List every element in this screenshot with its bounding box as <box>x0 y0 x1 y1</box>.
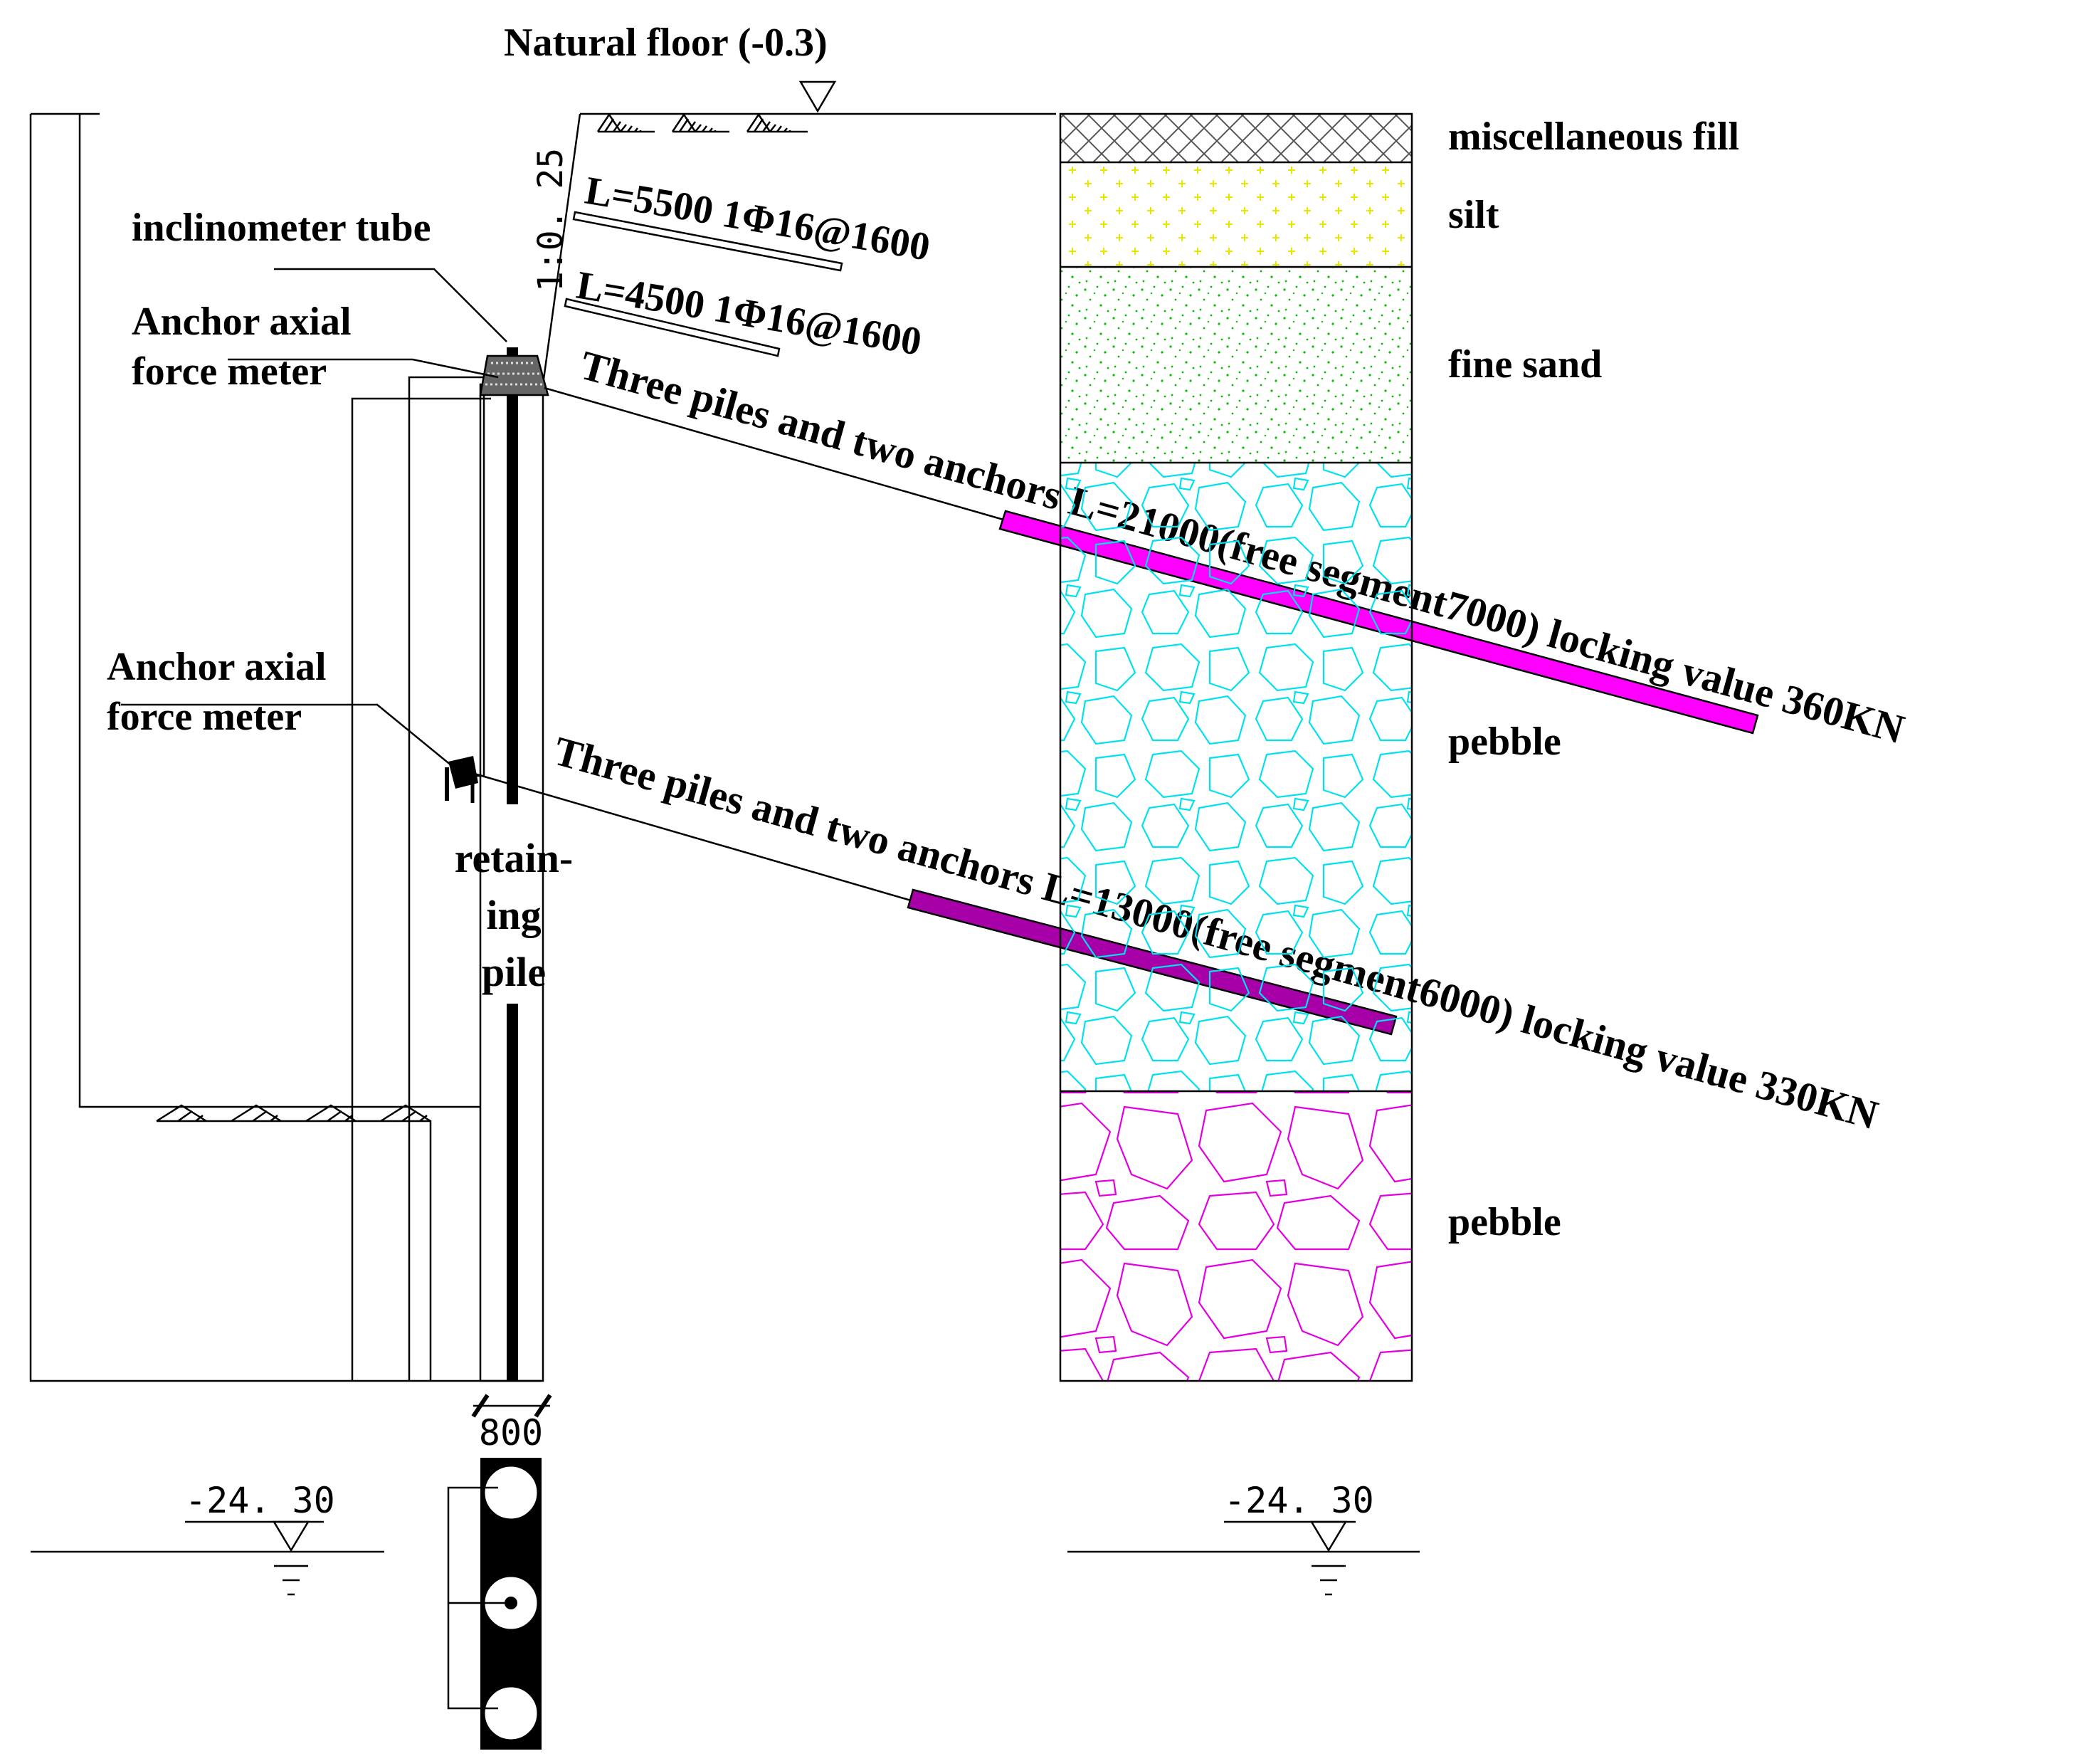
elevation-left-label: -24. 30 <box>185 1480 335 1521</box>
soil-layer-silt <box>1060 162 1412 267</box>
pile-label-line2: ing <box>486 892 541 938</box>
natural-floor-marker-icon <box>798 80 837 113</box>
soil-layer-fill <box>1060 114 1412 162</box>
elevation-right-label: -24. 30 <box>1224 1480 1374 1521</box>
meter-top-leader <box>228 358 499 379</box>
meter-mid-label-line2: force meter <box>107 695 302 739</box>
soil-column <box>1059 112 1413 1382</box>
retaining-pile-label: retain- ing pile <box>455 835 573 995</box>
pit-bottom-hatch-icon <box>156 1104 431 1123</box>
natural-floor-label: Natural floor (-0.3) <box>504 21 828 65</box>
soil-layer-fine-sand <box>1060 267 1412 463</box>
pile-cap <box>479 354 549 396</box>
soil-nail-lower <box>564 298 781 357</box>
slope-ratio-label: 1:0. 25 <box>531 148 571 292</box>
ground-hatch-icon <box>596 112 808 133</box>
soil-layer-pebble-lower <box>1060 1091 1412 1381</box>
elevation-marker-right: -24. 30 <box>1067 1480 1420 1596</box>
soil-label-fill: miscellaneous fill <box>1448 115 1739 159</box>
pile-width-label: 800 <box>479 1412 543 1454</box>
pile-plan-view <box>447 1458 542 1750</box>
soil-layer-pebble-upper <box>1060 463 1412 1091</box>
anchor-upper-free-segment <box>544 387 1004 521</box>
elevation-marker-left: -24. 30 <box>31 1480 384 1596</box>
inclinometer-leader <box>274 268 507 342</box>
inclinometer-label: inclinometer tube <box>132 206 431 250</box>
soil-nail-upper <box>572 211 843 272</box>
meter-mid-leader <box>121 703 456 769</box>
pile-label-line3: pile <box>482 949 546 995</box>
pile-width-dimension: 800 <box>471 1394 552 1454</box>
meter-mid-label-line1: Anchor axial <box>107 645 327 689</box>
meter-top-label-line1: Anchor axial <box>132 300 352 344</box>
soil-label-pebble-upper: pebble <box>1448 720 1561 764</box>
pile-label-line1: retain- <box>455 835 573 881</box>
slope-face-line <box>542 113 581 385</box>
soil-label-silt: silt <box>1448 193 1499 237</box>
meter-top-label-line2: force meter <box>132 349 327 394</box>
soil-label-fine-sand: fine sand <box>1448 342 1602 387</box>
anchor-lower-free-segment <box>469 771 912 902</box>
soil-label-pebble-lower: pebble <box>1448 1200 1561 1244</box>
anchor-axial-force-meter-icon <box>445 756 478 803</box>
